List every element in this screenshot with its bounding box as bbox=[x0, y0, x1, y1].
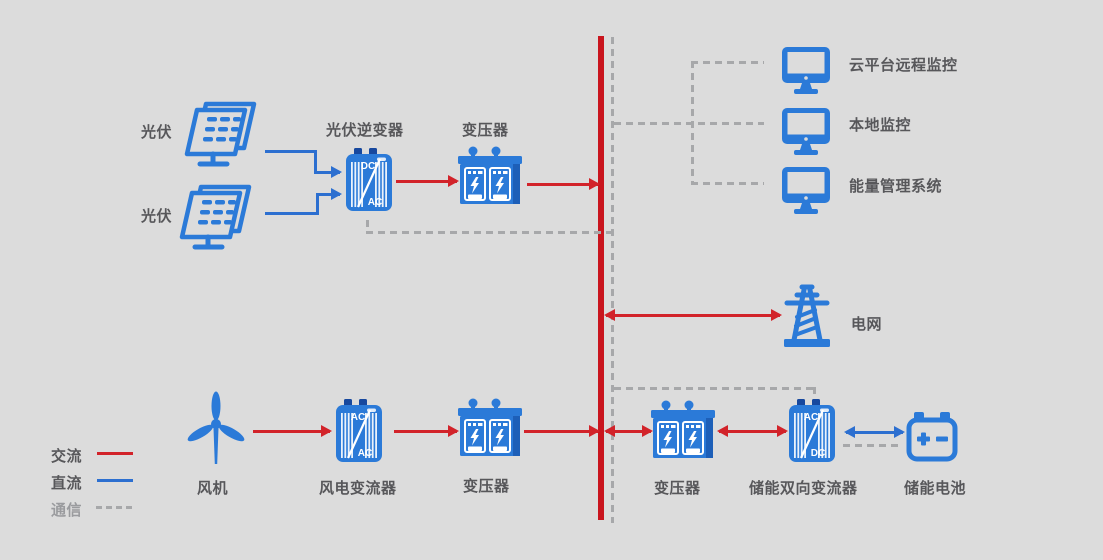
pv-inverter-label: 光伏逆变器 bbox=[326, 122, 404, 139]
grid-tower-icon bbox=[784, 284, 830, 347]
ess-transformer-label: 变压器 bbox=[654, 480, 701, 497]
pv2-label: 光伏 bbox=[141, 208, 173, 225]
wind-converter-ac-top-text: AC bbox=[351, 412, 365, 423]
pv-inverter-icon: DC AC bbox=[346, 148, 392, 211]
ac-line-turbine-to-converter bbox=[253, 425, 332, 437]
pv-transformer-label: 变压器 bbox=[462, 122, 509, 139]
comm-monitor-mid-line bbox=[614, 122, 764, 125]
dc-line-converter-to-battery bbox=[844, 426, 905, 438]
battery-label: 储能电池 bbox=[904, 480, 967, 497]
wind-converter-ac-bottom-text: AC bbox=[358, 448, 372, 459]
dc-line-pv1-horizontal bbox=[265, 150, 317, 153]
legend-dc-line bbox=[97, 479, 133, 482]
comm-pv-inverter-line bbox=[366, 231, 614, 234]
transformer-icon bbox=[458, 146, 522, 204]
ess-converter-icon: AC DC bbox=[789, 399, 835, 462]
solar-panel-icon bbox=[179, 184, 252, 250]
cloud-monitor-label: 云平台远程监控 bbox=[849, 57, 958, 74]
comm-battery-line bbox=[843, 444, 899, 447]
comm-trunk-line bbox=[611, 37, 614, 523]
dc-line-pv1-vertical bbox=[314, 150, 317, 173]
dc-line-pv2-vertical bbox=[316, 193, 319, 215]
legend-comm-label: 通信 bbox=[51, 502, 83, 519]
legend-ac-line bbox=[97, 452, 133, 455]
monitor-icon bbox=[782, 108, 830, 155]
battery-icon bbox=[906, 412, 958, 462]
monitor-icon bbox=[782, 47, 830, 94]
ess-converter-ac-text: AC bbox=[804, 412, 818, 423]
comm-ess-drop bbox=[813, 387, 816, 403]
dc-line-pv2-arrow bbox=[316, 188, 342, 200]
ems-label: 能量管理系统 bbox=[849, 178, 943, 195]
local-monitor-label: 本地监控 bbox=[849, 117, 912, 134]
wind-turbine-icon bbox=[187, 391, 245, 464]
comm-pv-inverter-drop bbox=[366, 220, 369, 233]
wind-converter-icon: AC AC bbox=[336, 399, 382, 462]
wind-turbine-label: 风机 bbox=[197, 480, 229, 497]
transformer-icon bbox=[458, 398, 522, 456]
comm-monitor-branch bbox=[691, 61, 694, 185]
dc-line-pv2-horizontal bbox=[265, 212, 319, 215]
dc-line-pv1-arrow bbox=[314, 166, 342, 178]
monitor-icon bbox=[782, 167, 830, 214]
legend-dc-label: 直流 bbox=[51, 475, 83, 492]
ac-line-pvtransformer-to-bus bbox=[527, 178, 600, 190]
pv-inverter-dc-text: DC bbox=[361, 161, 375, 172]
legend-comm-line bbox=[96, 506, 136, 509]
solar-panel-icon bbox=[184, 101, 257, 167]
comm-monitor-bottom-line bbox=[691, 182, 764, 185]
legend-ac-label: 交流 bbox=[51, 448, 83, 465]
ac-line-windconverter-to-transformer bbox=[394, 425, 459, 437]
grid-label: 电网 bbox=[851, 316, 883, 333]
pv1-label: 光伏 bbox=[141, 124, 173, 141]
ac-line-esstransformer-to-converter bbox=[717, 425, 788, 437]
ac-bus-bar bbox=[598, 36, 604, 520]
ac-line-bus-to-grid bbox=[604, 309, 782, 321]
ac-line-bus-to-esstransformer bbox=[604, 425, 653, 437]
comm-ess-line bbox=[614, 387, 816, 390]
comm-monitor-top-line bbox=[691, 61, 764, 64]
ac-line-windtransformer-to-bus bbox=[524, 425, 600, 437]
ess-converter-dc-text: DC bbox=[811, 448, 825, 459]
ac-line-pvinverter-to-transformer bbox=[396, 175, 459, 187]
wind-transformer-label: 变压器 bbox=[463, 478, 510, 495]
transformer-icon bbox=[651, 400, 715, 458]
wind-converter-label: 风电变流器 bbox=[319, 480, 397, 497]
pv-inverter-ac-text: AC bbox=[368, 197, 382, 208]
ess-converter-label: 储能双向变流器 bbox=[749, 480, 858, 497]
